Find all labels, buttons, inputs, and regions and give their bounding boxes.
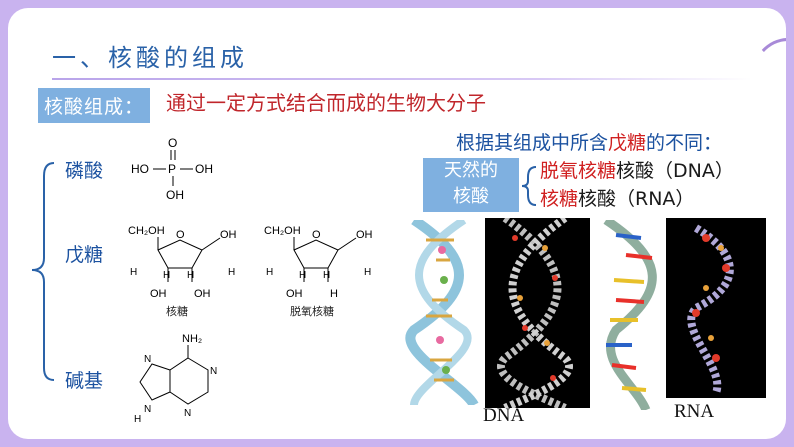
deoxyribose-structure: CH₂OH O OH H H H H OH H	[264, 225, 373, 300]
components-brace	[31, 162, 55, 381]
svg-text:N: N	[210, 366, 217, 377]
svg-text:H: H	[163, 270, 170, 281]
dna-type-suffix: 核酸（DNA）	[616, 160, 734, 182]
svg-text:CH₂OH: CH₂OH	[128, 225, 165, 237]
natural-nucleic-acid-box: 天然的 核酸	[423, 158, 519, 212]
svg-text:H: H	[134, 414, 141, 423]
rna-model-image	[666, 218, 766, 398]
svg-text:NH₂: NH₂	[182, 333, 202, 345]
composition-description: 通过一定方式结合而成的生物大分子	[166, 91, 486, 115]
svg-text:O: O	[176, 229, 185, 241]
svg-text:H: H	[299, 270, 306, 281]
component-pentose: 戊糖	[65, 244, 104, 266]
adenine-structure: NH₂ N N N N H	[134, 333, 217, 423]
ribose-caption: 核糖	[166, 305, 188, 318]
svg-text:H: H	[330, 288, 338, 300]
svg-text:H: H	[130, 267, 137, 278]
rna-strand-illustration	[603, 220, 657, 410]
page-title: 一、核酸的组成	[52, 44, 248, 72]
pentose-note-prefix: 根据其组成中所含	[456, 132, 609, 154]
svg-text:OH: OH	[194, 288, 211, 300]
pentose-note-highlight: 戊糖	[608, 132, 647, 154]
natural-line1: 天然的	[444, 160, 498, 181]
svg-text:N: N	[144, 354, 151, 365]
rna-type-highlight: 核糖	[540, 188, 579, 210]
slide: 一、核酸的组成 核酸组成： 通过一定方式结合而成的生物大分子 根据其组成中所含戊…	[8, 8, 786, 439]
svg-text:O: O	[312, 229, 321, 241]
phosphate-oh-right: OH	[195, 162, 213, 176]
phosphate-p: P	[168, 162, 176, 176]
svg-text:OH: OH	[150, 288, 167, 300]
deoxyribose-caption: 脱氧核糖	[290, 305, 334, 318]
svg-text:H: H	[266, 267, 273, 278]
corner-decoration	[750, 38, 786, 124]
ribose-structure: CH₂OH O OH H H H H OH OH	[128, 225, 237, 300]
svg-text:N: N	[184, 408, 191, 419]
phosphate-oh-bottom: OH	[166, 188, 184, 202]
svg-text:N: N	[144, 404, 151, 415]
svg-text:H: H	[364, 267, 371, 278]
dna-type-highlight: 脱氧核糖	[540, 160, 617, 182]
rna-caption: RNA	[674, 401, 715, 422]
dna-caption: DNA	[483, 405, 525, 426]
dna-helix-illustration	[405, 220, 479, 405]
pentose-note: 根据其组成中所含戊糖的不同：	[456, 128, 722, 155]
phosphate-o-top: O	[168, 136, 177, 150]
phosphate-ho: HO	[131, 162, 149, 176]
rna-type: 核糖核酸（RNA）	[540, 184, 694, 211]
composition-label: 核酸组成：	[38, 88, 151, 123]
component-base: 碱基	[65, 370, 104, 392]
svg-text:H: H	[187, 270, 194, 281]
phosphate-structure: O HO P OH OH	[131, 136, 213, 202]
natural-line2: 核酸	[453, 186, 489, 207]
svg-text:OH: OH	[356, 229, 373, 241]
pentose-note-suffix: 的不同：	[646, 132, 723, 154]
svg-text:CH₂OH: CH₂OH	[264, 225, 301, 237]
svg-text:OH: OH	[220, 229, 237, 241]
dna-type: 脱氧核糖核酸（DNA）	[540, 156, 734, 183]
component-phosphate: 磷酸	[65, 160, 104, 182]
dna-model-image	[485, 218, 590, 408]
title-underline	[52, 78, 752, 80]
natural-brace	[521, 166, 537, 206]
svg-text:H: H	[323, 270, 330, 281]
svg-text:H: H	[228, 267, 235, 278]
svg-text:OH: OH	[286, 288, 303, 300]
rna-type-suffix: 核酸（RNA）	[578, 188, 695, 210]
